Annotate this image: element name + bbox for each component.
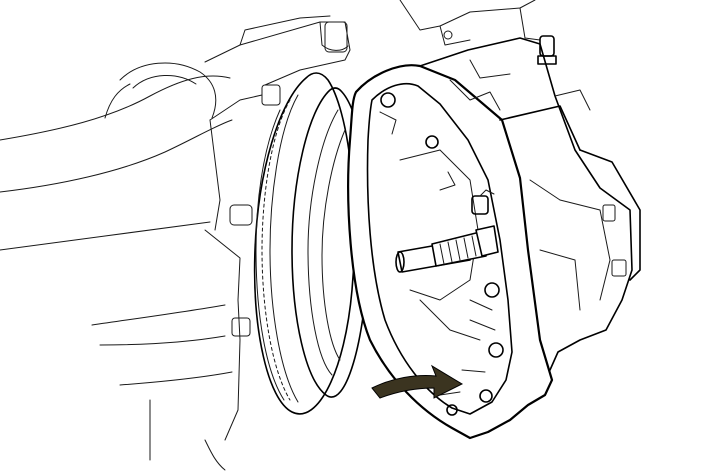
direction-arrow: [371, 364, 464, 399]
engine-block: [0, 0, 541, 471]
input-shaft: [395, 225, 499, 273]
